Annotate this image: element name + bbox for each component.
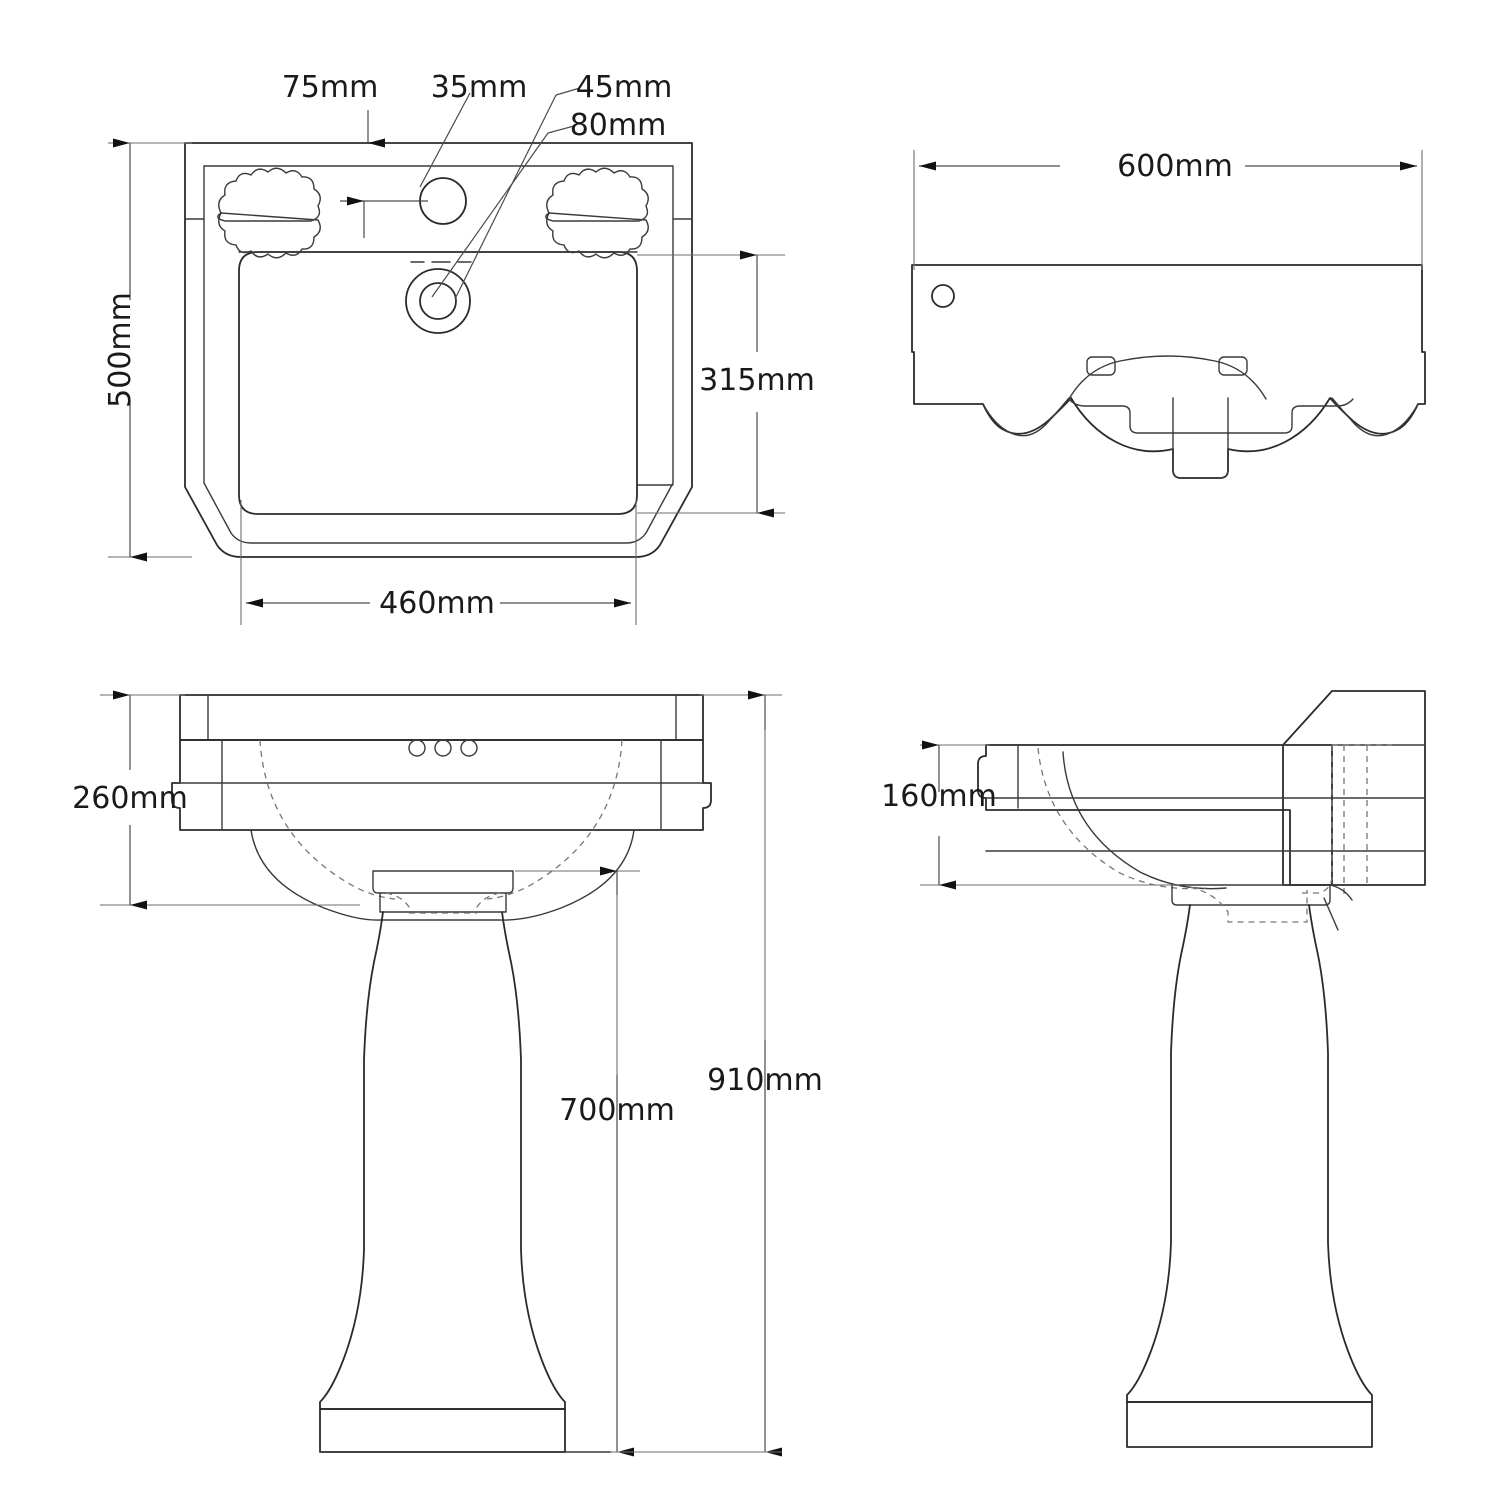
side-basin-body bbox=[977, 744, 1333, 886]
dim-45-leader-flat bbox=[555, 87, 581, 96]
front-vent-hole-3 bbox=[460, 739, 478, 757]
side-pedestal-base bbox=[1126, 1401, 1373, 1448]
underside-dome-base bbox=[1068, 398, 1354, 434]
side-bowl-curve-hidden bbox=[1037, 747, 1207, 890]
dim-260-label: 260mm bbox=[72, 781, 188, 816]
underside-dome-arc bbox=[1068, 355, 1267, 400]
dim-700-label: 700mm bbox=[559, 1093, 675, 1128]
dim-45-label: 45mm bbox=[576, 70, 673, 105]
plan-right-scallop bbox=[545, 167, 649, 222]
dim-75-label: 75mm bbox=[282, 70, 379, 105]
plan-left-scallop bbox=[217, 167, 321, 222]
front-collar-hidden-right bbox=[476, 892, 501, 913]
waste-hole-outer bbox=[405, 268, 471, 334]
side-backsplash bbox=[1282, 690, 1426, 886]
underside-view: 600mm bbox=[911, 149, 1426, 479]
dim-80-label: 80mm bbox=[570, 108, 667, 143]
waste-hole-inner bbox=[419, 282, 457, 320]
side-pedestal-collar bbox=[1171, 884, 1331, 906]
underside-overflow-hole bbox=[931, 284, 955, 308]
side-elevation-view: 160mm bbox=[881, 690, 1426, 1448]
front-bowl-underside bbox=[250, 829, 635, 921]
front-collar-hidden-left bbox=[385, 892, 410, 913]
dim-80-leader-slant bbox=[431, 132, 549, 298]
dim-45-leader-slant bbox=[454, 94, 557, 300]
fixing-slot-right bbox=[1218, 356, 1248, 376]
plan-left-scallop-lower bbox=[218, 212, 321, 259]
plan-view: 75mm 35mm 45mm 80mm 500mm 315mm 460mm bbox=[103, 70, 815, 625]
front-pedestal-collar bbox=[372, 870, 514, 894]
front-bowl-hidden-right bbox=[486, 739, 623, 900]
dim-910-label: 910mm bbox=[707, 1063, 823, 1098]
underside-left-scallop bbox=[982, 397, 1070, 437]
front-elevation-view: 260mm 700mm 910mm bbox=[72, 690, 823, 1457]
side-waste-stub bbox=[1329, 884, 1353, 901]
dim-460-label: 460mm bbox=[379, 586, 495, 621]
side-hidden-trap-curve bbox=[1300, 745, 1333, 894]
side-waste-stub-2 bbox=[1323, 897, 1339, 931]
fixing-slot-left bbox=[1086, 356, 1116, 376]
plan-rim-offset bbox=[203, 165, 674, 544]
dim-500-label: 500mm bbox=[103, 292, 138, 408]
underside-spigot bbox=[1172, 397, 1229, 479]
dim-35-leader bbox=[419, 92, 471, 188]
dim-80-leader-flat bbox=[547, 125, 575, 134]
underside-right-scallop bbox=[1331, 397, 1419, 437]
plan-bowl-opening bbox=[238, 251, 638, 515]
dim-160-label: 160mm bbox=[881, 779, 997, 814]
dim-600-label: 600mm bbox=[1117, 149, 1233, 184]
front-pedestal-collar-base bbox=[379, 892, 507, 913]
plan-right-scallop-lower bbox=[546, 212, 649, 259]
front-body-slab bbox=[171, 739, 712, 831]
dim-315-label: 315mm bbox=[699, 363, 815, 398]
front-bowl-hidden-left bbox=[259, 739, 396, 900]
front-vent-hole-2 bbox=[434, 739, 452, 757]
dim-35-label: 35mm bbox=[431, 70, 528, 105]
front-vent-hole-1 bbox=[408, 739, 426, 757]
